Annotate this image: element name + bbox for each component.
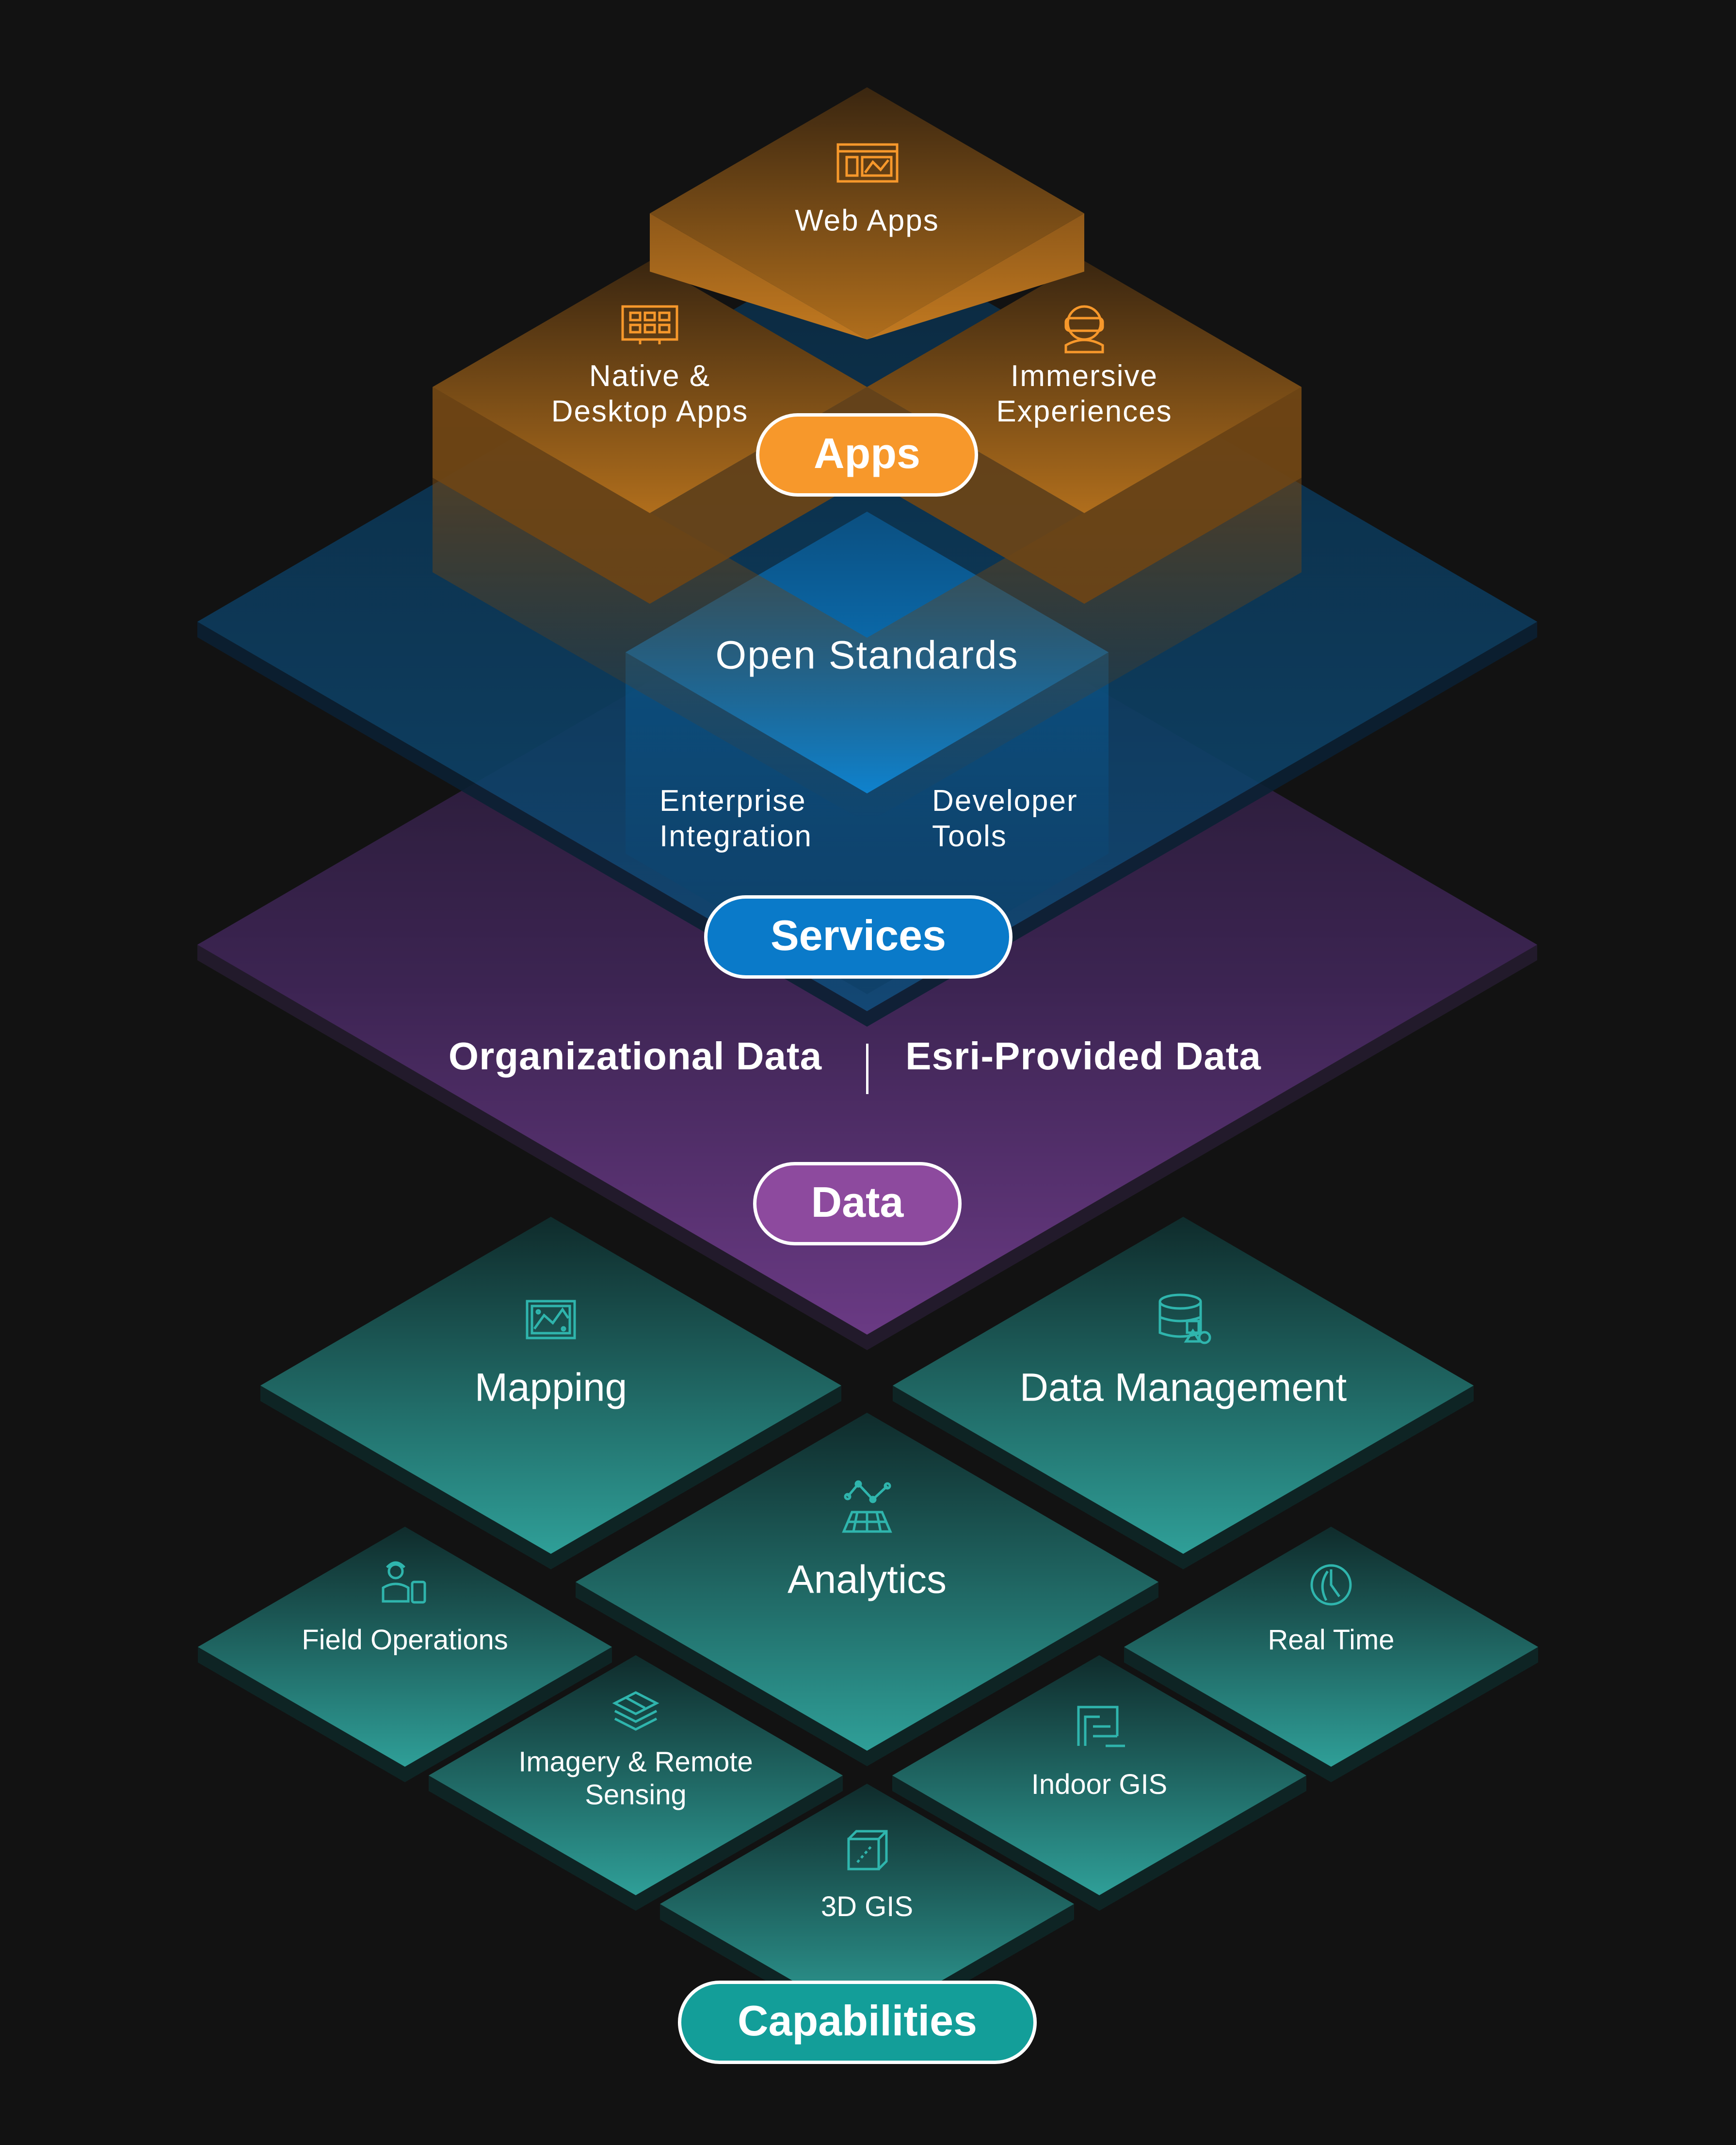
services-pill: Services [704,895,1013,979]
real-time-clock-icon [1310,1564,1352,1606]
enterprise-line2: Integration [659,820,812,853]
native-line2: Desktop Apps [551,395,749,428]
database-icon [1158,1293,1211,1344]
organizational-data-label: Organizational Data [448,1034,822,1078]
mapping-label: Mapping [474,1365,627,1410]
web-apps-label: Web Apps [795,204,939,238]
apps-layer [433,87,1302,823]
cube-3d-icon [847,1830,888,1871]
developer-line1: Developer [932,784,1078,818]
capabilities-layer [198,1217,1538,2039]
imagery-remote-sensing-label: Imagery & Remote Sensing [518,1746,753,1812]
immersive-line2: Experiences [996,395,1173,428]
enterprise-line1: Enterprise [659,784,806,818]
capabilities-pill: Capabilities [678,1981,1037,2064]
native-desktop-label: Native & Desktop Apps [551,358,749,429]
3d-gis-label: 3D GIS [820,1890,914,1922]
indoor-gis-label: Indoor GIS [1031,1768,1168,1800]
analytics-label: Analytics [787,1557,947,1602]
desktop-monitor-icon [621,305,678,344]
tile-analytics [576,1413,1158,1766]
web-browser-icon [836,143,899,183]
enterprise-integration-label: Enterprise Integration [659,783,812,854]
data-management-label: Data Management [1019,1365,1347,1410]
analytics-network-icon [842,1480,892,1533]
immersive-label: Immersive Experiences [996,358,1172,429]
esri-provided-data-label: Esri-Provided Data [905,1034,1261,1078]
tile-3d-gis [660,1784,1074,2039]
data-divider [866,1044,868,1094]
tile-data-management [893,1217,1474,1569]
tile-indoor-gis [892,1655,1306,1911]
field-operations-label: Field Operations [302,1624,508,1656]
floor-plan-icon [1077,1706,1125,1747]
data-pill: Data [753,1162,962,1245]
immersive-line1: Immersive [1011,359,1158,393]
open-standards-label: Open Standards [715,633,1019,677]
imagery-line1: Imagery & Remote [518,1746,753,1778]
apps-pill: Apps [756,413,978,497]
tile-imagery [429,1655,843,1911]
developer-line2: Tools [932,820,1007,853]
vr-headset-icon [1064,305,1104,354]
developer-tools-label: Developer Tools [932,783,1078,854]
native-line1: Native & [589,359,711,393]
real-time-label: Real Time [1268,1624,1395,1656]
tile-mapping [260,1217,841,1569]
tile-field-operations [198,1527,612,1782]
tile-real-time [1124,1527,1538,1782]
imagery-layers-icon [612,1691,659,1731]
field-worker-icon [382,1561,426,1604]
imagery-line2: Sensing [585,1779,687,1811]
map-icon [526,1300,576,1339]
